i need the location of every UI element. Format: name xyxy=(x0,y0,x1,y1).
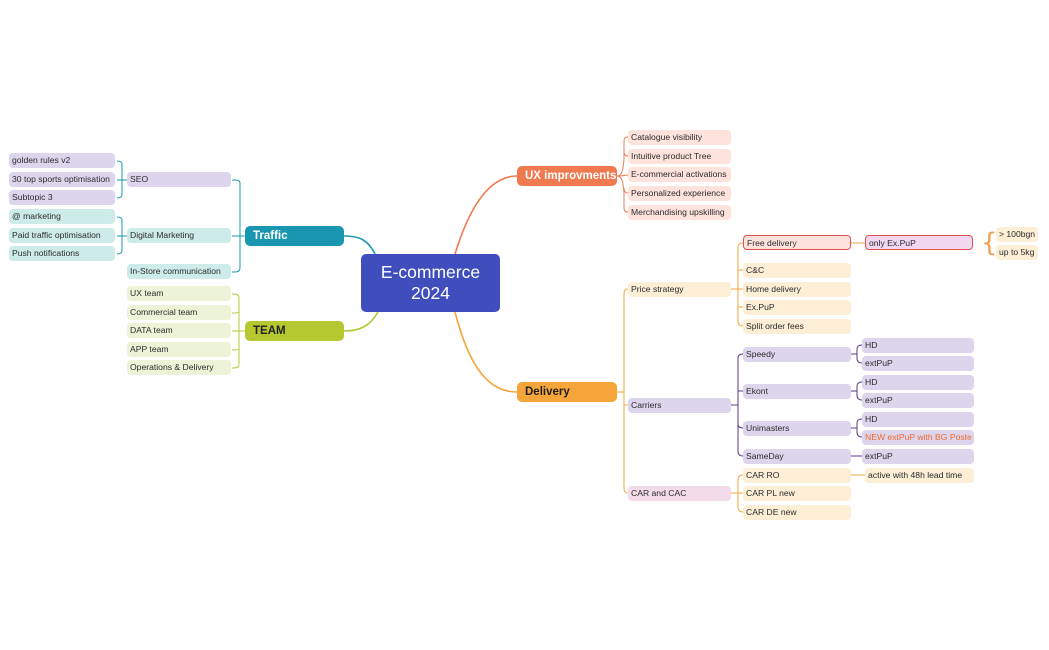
price-item-expup[interactable]: Ex.PuP xyxy=(743,300,851,315)
ux-item-merchandising-upskilling[interactable]: Merchandising upskilling xyxy=(628,205,731,220)
ux-item-personalized-experience[interactable]: Personalized experience xyxy=(628,186,731,201)
carrier-speedy[interactable]: Speedy xyxy=(743,347,851,362)
car-item-ro[interactable]: CAR RO xyxy=(743,468,851,483)
link-center-ux xyxy=(454,175,518,255)
speedy-option-extpup[interactable]: extPuP xyxy=(862,356,974,371)
team-item-app[interactable]: APP team xyxy=(127,342,231,357)
traffic-in-store-communication[interactable]: In-Store communication xyxy=(127,264,231,279)
team-item-ux[interactable]: UX team xyxy=(127,286,231,301)
branch-ux-improvements[interactable]: UX improvments xyxy=(517,166,617,186)
link-center-team xyxy=(343,311,379,332)
ekont-option-extpup[interactable]: extPuP xyxy=(862,393,974,408)
delivery-car-and-cac[interactable]: CAR and CAC xyxy=(628,486,731,501)
central-topic[interactable]: E-commerce 2024 xyxy=(361,254,500,312)
free-delivery-rule-amount[interactable]: > 100bgn xyxy=(996,227,1038,242)
unimasters-option-new-extpup[interactable]: NEW extPuP with BG Poste xyxy=(862,430,974,445)
price-item-home-delivery[interactable]: Home delivery xyxy=(743,282,851,297)
seo-item-subtopic[interactable]: Subtopic 3 xyxy=(9,190,115,205)
delivery-price-strategy[interactable]: Price strategy xyxy=(628,282,731,297)
carrier-unimasters[interactable]: Unimasters xyxy=(743,421,851,436)
branch-team[interactable]: TEAM xyxy=(245,321,344,341)
digital-item-marketing[interactable]: @ marketing xyxy=(9,209,115,224)
price-item-split-order-fees[interactable]: Split order fees xyxy=(743,319,851,334)
branch-traffic[interactable]: Traffic xyxy=(245,226,344,246)
free-delivery-condition[interactable]: only Ex.PuP xyxy=(865,235,973,250)
car-item-pl-new[interactable]: CAR PL new xyxy=(743,486,851,501)
carrier-sameday[interactable]: SameDay xyxy=(743,449,851,464)
traffic-seo[interactable]: SEO xyxy=(127,172,231,187)
car-item-de-new[interactable]: CAR DE new xyxy=(743,505,851,520)
free-delivery-rule-weight[interactable]: up to 5kg xyxy=(996,245,1038,260)
ux-item-ecommercial-activations[interactable]: E-commercial activations xyxy=(628,167,731,182)
price-free-delivery[interactable]: Free delivery xyxy=(743,235,851,250)
link-center-delivery xyxy=(454,311,518,393)
ux-item-catalogue-visibility[interactable]: Catalogue visibility xyxy=(628,130,731,145)
ekont-option-hd[interactable]: HD xyxy=(862,375,974,390)
price-item-cc[interactable]: C&C xyxy=(743,263,851,278)
ux-item-intuitive-product-tree[interactable]: Intuitive product Tree xyxy=(628,149,731,164)
link-center-traffic xyxy=(343,235,376,255)
traffic-digital-marketing[interactable]: Digital Marketing xyxy=(127,228,231,243)
digital-item-push-notifications[interactable]: Push notifications xyxy=(9,246,115,261)
seo-item-top-sports[interactable]: 30 top sports optimisation xyxy=(9,172,115,187)
unimasters-option-hd[interactable]: HD xyxy=(862,412,974,427)
team-item-operations-delivery[interactable]: Operations & Delivery xyxy=(127,360,231,375)
car-ro-note[interactable]: active with 48h lead time xyxy=(865,468,974,483)
branch-delivery[interactable]: Delivery xyxy=(517,382,617,402)
delivery-carriers[interactable]: Carriers xyxy=(628,398,731,413)
seo-item-golden-rules[interactable]: golden rules v2 xyxy=(9,153,115,168)
digital-item-paid-traffic[interactable]: Paid traffic optimisation xyxy=(9,228,115,243)
team-item-data[interactable]: DATA team xyxy=(127,323,231,338)
carrier-ekont[interactable]: Ekont xyxy=(743,384,851,399)
brace-icon: { xyxy=(981,228,998,258)
sameday-option-extpup[interactable]: extPuP xyxy=(862,449,974,464)
speedy-option-hd[interactable]: HD xyxy=(862,338,974,353)
team-item-commercial[interactable]: Commercial team xyxy=(127,305,231,320)
